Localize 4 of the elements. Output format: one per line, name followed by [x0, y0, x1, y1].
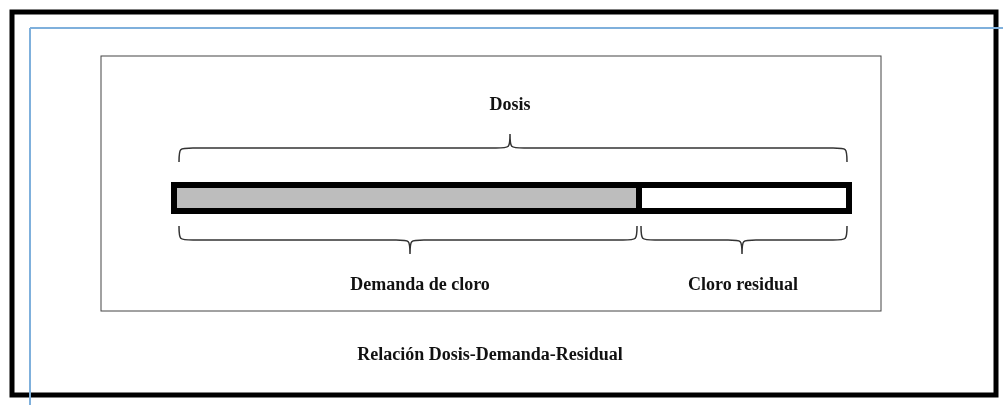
caption: Relación Dosis-Demanda-Residual [357, 344, 623, 365]
bracket-label: Cloro residual [688, 274, 798, 295]
bracket-label: Dosis [489, 94, 531, 115]
bracket-label: Demanda de cloro [350, 274, 490, 295]
